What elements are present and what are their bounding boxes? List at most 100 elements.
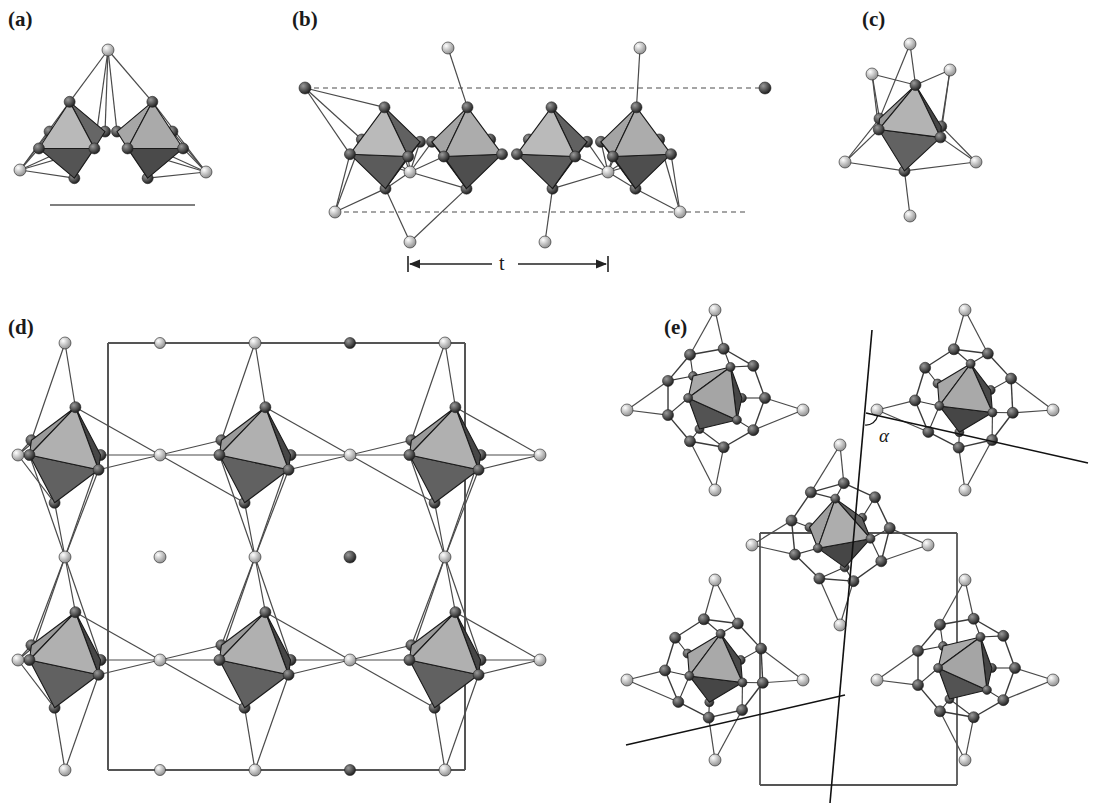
anion-atom bbox=[959, 484, 971, 496]
octahedron-face bbox=[517, 107, 575, 156]
metal-atom bbox=[64, 96, 75, 107]
anion-atom bbox=[922, 539, 934, 551]
cell-edge bbox=[760, 784, 957, 786]
metal-atom bbox=[920, 362, 931, 373]
anion-atom bbox=[534, 449, 546, 461]
bond-line bbox=[445, 557, 455, 612]
octahedron-face bbox=[39, 102, 94, 149]
octahedron-face bbox=[350, 107, 408, 156]
anion-atom bbox=[154, 551, 166, 563]
bond-line bbox=[904, 171, 910, 216]
bond-line bbox=[245, 503, 255, 557]
bond-line bbox=[160, 440, 221, 455]
bond-line bbox=[965, 310, 988, 354]
metal-atom bbox=[718, 343, 729, 354]
anion-atom bbox=[59, 551, 71, 563]
bond-line bbox=[160, 659, 219, 660]
metal-atom bbox=[982, 348, 993, 359]
metal-atom bbox=[786, 515, 797, 526]
dimension-tick bbox=[407, 256, 409, 272]
anion-atom bbox=[959, 304, 971, 316]
anion-atom bbox=[621, 674, 633, 686]
metal-atom bbox=[737, 705, 748, 716]
metal-atom bbox=[497, 149, 508, 160]
bond-line bbox=[160, 454, 219, 455]
metal-atom bbox=[953, 442, 964, 453]
anion-atom bbox=[534, 654, 546, 666]
octahedron-face bbox=[818, 499, 871, 549]
octahedron-face bbox=[39, 148, 94, 178]
bond-line bbox=[55, 708, 65, 770]
bond-line bbox=[481, 454, 540, 455]
metal-atom bbox=[663, 375, 674, 386]
anion-atom bbox=[404, 236, 416, 248]
metal-atom bbox=[70, 402, 81, 413]
anion-atom bbox=[970, 156, 982, 168]
bond-line bbox=[481, 659, 540, 660]
bond-line bbox=[255, 557, 265, 612]
metal-atom bbox=[403, 151, 414, 162]
metal-atom bbox=[831, 494, 840, 503]
metal-atom bbox=[607, 151, 618, 162]
octahedron-face bbox=[128, 102, 183, 149]
octahedron-face bbox=[409, 612, 478, 675]
metal-atom bbox=[260, 402, 271, 413]
bond-line bbox=[245, 708, 255, 770]
bond-line bbox=[160, 645, 221, 660]
panel-label: (e) bbox=[664, 316, 687, 339]
bond-line bbox=[709, 718, 715, 760]
metal-atom bbox=[673, 696, 684, 707]
octahedron-face bbox=[613, 154, 671, 188]
bond-line bbox=[761, 649, 803, 680]
metal-atom bbox=[283, 669, 294, 680]
metal-atom bbox=[214, 450, 225, 461]
bond-line bbox=[715, 580, 738, 624]
bond-line bbox=[50, 204, 195, 205]
angle-arc bbox=[865, 416, 878, 425]
anion-atom bbox=[59, 337, 71, 349]
metal-atom bbox=[345, 765, 356, 776]
metal-atom bbox=[998, 630, 1009, 641]
bond-line bbox=[65, 557, 75, 612]
metal-atom bbox=[214, 655, 225, 666]
anion-atom bbox=[797, 404, 809, 416]
bond-line bbox=[872, 74, 916, 85]
anion-atom bbox=[871, 674, 883, 686]
octahedron-face bbox=[29, 407, 98, 470]
metal-atom bbox=[344, 551, 356, 563]
bond-line bbox=[811, 445, 840, 492]
metal-atom bbox=[738, 678, 747, 687]
metal-atom bbox=[666, 149, 677, 160]
bond-line bbox=[305, 88, 350, 154]
bond-line bbox=[350, 454, 409, 455]
metal-atom bbox=[663, 410, 674, 421]
metal-atom bbox=[866, 534, 875, 543]
bond-line bbox=[752, 521, 792, 545]
metal-atom bbox=[998, 695, 1009, 706]
bond-line bbox=[289, 455, 350, 470]
metal-atom bbox=[685, 349, 696, 360]
panel-label: (a) bbox=[8, 8, 33, 31]
bond-line bbox=[845, 130, 879, 162]
back-atom-layer bbox=[26, 113, 996, 713]
bond-line bbox=[445, 343, 455, 407]
metal-atom bbox=[283, 464, 294, 475]
octahedron-face bbox=[29, 612, 98, 675]
anion-atom bbox=[12, 654, 24, 666]
bond-line bbox=[636, 48, 640, 107]
anion-atom bbox=[249, 551, 261, 563]
polyhedra-layer bbox=[29, 85, 992, 708]
cell-edge bbox=[464, 343, 466, 770]
metal-atom bbox=[884, 523, 895, 534]
bond-line bbox=[385, 189, 410, 242]
metal-atom bbox=[966, 359, 975, 368]
panel-label: (b) bbox=[292, 8, 318, 31]
metal-atom bbox=[379, 102, 390, 113]
octahedron-face bbox=[444, 154, 502, 188]
octahedron-face bbox=[219, 612, 288, 675]
anion-atom bbox=[839, 156, 851, 168]
anion-atom bbox=[797, 674, 809, 686]
octahedron-face bbox=[938, 637, 987, 690]
anion-atom bbox=[442, 42, 454, 54]
